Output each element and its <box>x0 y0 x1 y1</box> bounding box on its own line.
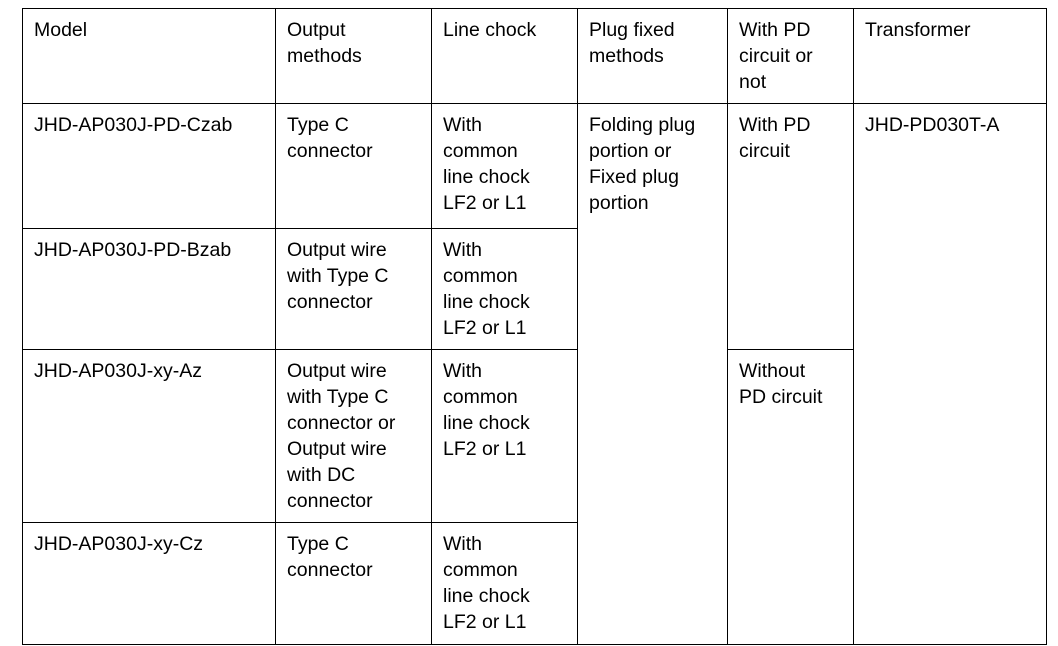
cell-pd-circuit: With PD circuit <box>727 103 854 350</box>
cell-line-chock: With common line chock LF2 or L1 <box>431 522 578 645</box>
cell-output-methods: Type C connector <box>275 522 432 645</box>
column-header-output-methods: Output methods <box>275 8 432 104</box>
column-header-line-chock: Line chock <box>431 8 578 104</box>
product-spec-table: Model Output methods Line chock Plug fix… <box>22 8 1047 645</box>
cell-model: JHD-AP030J-PD-Czab <box>22 103 276 229</box>
cell-output-methods: Output wire with Type C connector or Out… <box>275 349 432 523</box>
column-header-transformer: Transformer <box>853 8 1047 104</box>
cell-pd-circuit: Without PD circuit <box>727 349 854 645</box>
table-row: JHD-AP030J-xy-Az Output wire with Type C… <box>22 349 1047 645</box>
cell-model: JHD-AP030J-xy-Cz <box>22 522 276 645</box>
cell-line-chock: With common line chock LF2 or L1 <box>431 349 578 523</box>
table-header-row: Model Output methods Line chock Plug fix… <box>22 8 1047 104</box>
cell-output-methods: Output wire with Type C connector <box>275 228 432 350</box>
cell-model: JHD-AP030J-PD-Bzab <box>22 228 276 350</box>
column-header-pd-circuit: With PD circuit or not <box>727 8 854 104</box>
table-row: JHD-AP030J-xy-Cz Type C connector With c… <box>22 522 1047 645</box>
column-header-model: Model <box>22 8 276 104</box>
cell-line-chock: With common line chock LF2 or L1 <box>431 228 578 350</box>
column-header-plug-fixed-methods: Plug fixed methods <box>577 8 728 104</box>
cell-plug-fixed-methods: Folding plug portion or Fixed plug porti… <box>577 103 728 645</box>
table-row: JHD-AP030J-PD-Bzab Output wire with Type… <box>22 228 1047 350</box>
cell-line-chock: With common line chock LF2 or L1 <box>431 103 578 229</box>
cell-model: JHD-AP030J-xy-Az <box>22 349 276 523</box>
cell-transformer: JHD-PD030T-A <box>853 103 1047 645</box>
table-row: JHD-AP030J-PD-Czab Type C connector With… <box>22 103 1047 645</box>
cell-output-methods: Type C connector <box>275 103 432 229</box>
